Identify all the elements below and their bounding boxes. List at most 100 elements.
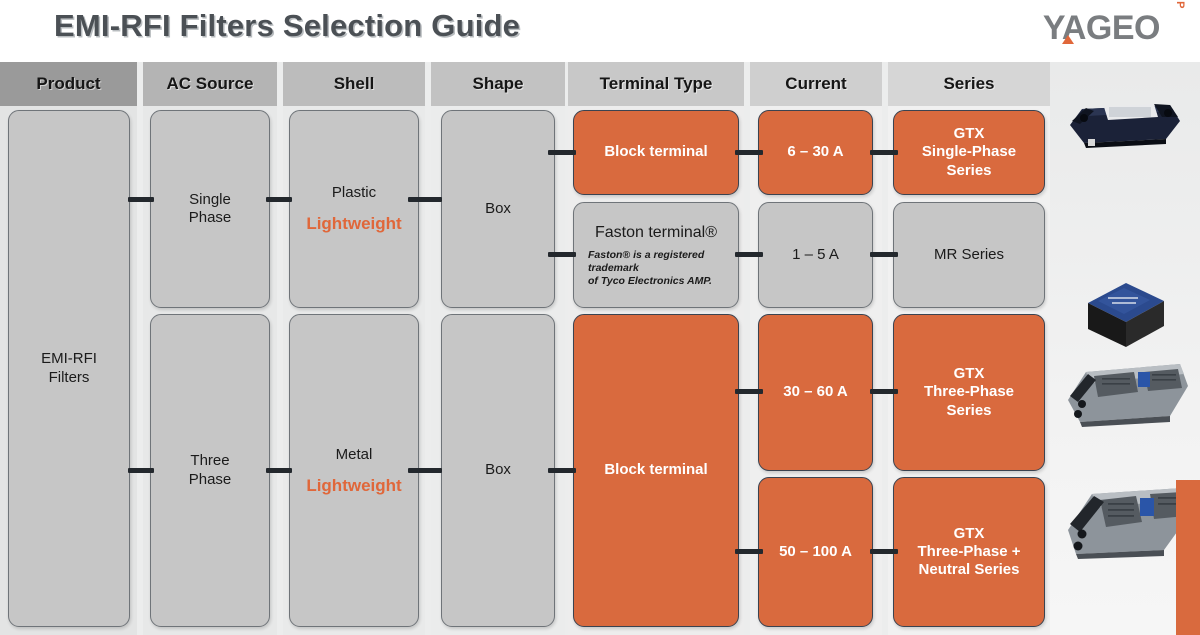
node-terminal-block-1[interactable]: Block terminal [573, 110, 739, 195]
connector-three-phase-to-metal [266, 468, 292, 473]
node-series-mr-line1: MR Series [933, 245, 1004, 263]
node-shell-metal-material: Metal [335, 445, 373, 463]
node-single-phase-line1: Single [189, 190, 231, 208]
title-bar: EMI-RFI Filters Selection Guide YAGEO GR… [0, 0, 1200, 62]
mr-series-photo-svg [1088, 283, 1164, 347]
node-current-1-5a-label: 1 – 5 A [792, 245, 839, 263]
column-terminal-type: Terminal Type Block terminal Faston term… [568, 62, 744, 635]
node-series-gtx-three-phase-line3: Series [946, 401, 992, 419]
node-current-30-60a[interactable]: 30 – 60 A [758, 314, 873, 471]
node-current-1-5a[interactable]: 1 – 5 A [758, 202, 873, 308]
node-emi-rfi-filters[interactable]: EMI-RFI Filters [8, 110, 130, 627]
node-current-6-30a[interactable]: 6 – 30 A [758, 110, 873, 195]
column-body-series: GTX Single-Phase Series MR Series GTX Th… [888, 62, 1050, 635]
node-shell-plastic[interactable]: Plastic Lightweight [289, 110, 419, 308]
connector-current-50-100-to-series [870, 549, 898, 554]
column-product: Product EMI-RFI Filters [0, 62, 137, 635]
node-shape-box-2-label: Box [485, 461, 511, 479]
column-shape: Shape Box Box [431, 62, 565, 635]
node-current-30-60a-label: 30 – 60 A [783, 383, 848, 401]
gtx-three-phase-n-photo-svg [1068, 488, 1190, 559]
column-header-ac-source: AC Source [143, 62, 277, 106]
node-series-gtx-single-phase-line3: Series [946, 161, 992, 179]
product-photo-strip [1050, 62, 1200, 635]
node-shape-box-1-label: Box [485, 199, 511, 217]
node-three-phase[interactable]: Three Phase [150, 314, 270, 627]
node-terminal-faston-label: Faston terminal® [594, 223, 718, 241]
column-header-shell: Shell [283, 62, 425, 106]
node-emi-rfi-filters-line2: Filters [48, 368, 90, 386]
connector-plastic-to-box [408, 197, 442, 202]
node-shell-plastic-material: Plastic [331, 184, 377, 201]
node-series-gtx-three-phase-neutral-line1: GTX [953, 524, 985, 542]
node-shell-plastic-attribute: Lightweight [306, 214, 402, 233]
column-ac-source: AC Source Single Phase Three Phase [143, 62, 277, 635]
connector-faston-to-current [735, 252, 763, 257]
connector-box-to-faston [548, 252, 576, 257]
node-current-50-100a[interactable]: 50 – 100 A [758, 477, 873, 627]
node-three-phase-line2: Phase [188, 470, 232, 488]
gtx-three-phase-n-photo [1056, 472, 1196, 564]
column-header-shape: Shape [431, 62, 565, 106]
node-terminal-block-2[interactable]: Block terminal [573, 314, 739, 627]
gtx-three-phase-photo-svg [1068, 364, 1188, 427]
node-series-gtx-three-phase-line1: GTX [953, 365, 985, 383]
orange-accent-bar [1176, 480, 1200, 635]
node-current-6-30a-label: 6 – 30 A [787, 143, 844, 161]
connector-product-to-three-phase [128, 468, 154, 473]
mr-series-photo [1078, 275, 1173, 353]
node-three-phase-line1: Three [190, 452, 230, 470]
node-terminal-block-1-label: Block terminal [604, 143, 708, 161]
logo-wordmark: YAGEO [1042, 9, 1161, 47]
column-shell: Shell Plastic Lightweight Metal Lightwei… [283, 62, 425, 635]
node-shell-metal[interactable]: Metal Lightweight [289, 314, 419, 627]
node-terminal-block-2-label: Block terminal [604, 461, 708, 479]
node-emi-rfi-filters-line1: EMI-RFI [41, 350, 97, 368]
connector-current-30-60-to-series [870, 389, 898, 394]
column-body-ac-source: Single Phase Three Phase [143, 62, 277, 635]
connector-metal-to-box [408, 468, 442, 473]
column-body-shape: Box Box [431, 62, 565, 635]
column-current: Current 6 – 30 A 1 – 5 A 30 – 60 A 50 – … [750, 62, 882, 635]
logo-triangle-icon [1062, 35, 1074, 44]
node-single-phase[interactable]: Single Phase [150, 110, 270, 308]
connector-current-6-30-to-series [870, 150, 898, 155]
node-series-mr[interactable]: MR Series [893, 202, 1045, 308]
connector-block-terminal-2-to-current-50-100 [735, 549, 763, 554]
node-series-gtx-three-phase[interactable]: GTX Three-Phase Series [893, 314, 1045, 471]
column-body-shell: Plastic Lightweight Metal Lightweight [283, 62, 425, 635]
node-series-gtx-single-phase-line1: GTX [953, 125, 985, 143]
column-header-product: Product [0, 62, 137, 106]
node-shape-box-1[interactable]: Box [441, 110, 555, 308]
connector-product-to-single-phase [128, 197, 154, 202]
connector-box-to-block-terminal-2 [548, 468, 576, 473]
node-shell-metal-attribute: Lightweight [306, 475, 402, 495]
gtx-single-phase-photo-svg [1070, 104, 1180, 148]
column-body-product: EMI-RFI Filters [0, 62, 137, 635]
selection-guide-flowchart: Product EMI-RFI Filters AC Source Single… [0, 62, 1200, 635]
column-body-terminal-type: Block terminal Faston terminal® Faston® … [568, 62, 744, 635]
connector-block-terminal-1-to-current [735, 150, 763, 155]
node-shape-box-2[interactable]: Box [441, 314, 555, 627]
node-terminal-faston[interactable]: Faston terminal® Faston® is a registered… [573, 202, 739, 308]
node-terminal-faston-footnote-line2: of Tyco Electronics AMP. [588, 274, 712, 287]
node-series-gtx-three-phase-neutral-line3: Neutral Series [918, 561, 1020, 579]
node-current-50-100a-label: 50 – 100 A [779, 542, 852, 560]
page-title: EMI-RFI Filters Selection Guide [54, 8, 521, 43]
connector-block-terminal-2-to-current-30-60 [735, 389, 763, 394]
column-header-series: Series [888, 62, 1050, 106]
gtx-three-phase-photo [1058, 352, 1194, 432]
column-header-current: Current [750, 62, 882, 106]
column-header-terminal-type: Terminal Type [568, 62, 744, 106]
node-single-phase-line2: Phase [188, 209, 232, 226]
gtx-single-phase-photo [1062, 87, 1187, 157]
node-series-gtx-three-phase-line2: Three-Phase [923, 383, 1015, 401]
node-series-gtx-three-phase-neutral[interactable]: GTX Three-Phase + Neutral Series [893, 477, 1045, 627]
connector-current-1-5-to-series [870, 252, 898, 257]
connector-single-phase-to-plastic [266, 197, 292, 202]
node-terminal-faston-footnote-line1: Faston® is a registered trademark [588, 249, 705, 274]
node-series-gtx-single-phase[interactable]: GTX Single-Phase Series [893, 110, 1045, 195]
logo-group-text: GROUP [1174, 0, 1186, 10]
column-body-current: 6 – 30 A 1 – 5 A 30 – 60 A 50 – 100 A [750, 62, 882, 635]
node-series-gtx-three-phase-neutral-line2: Three-Phase + [917, 542, 1021, 560]
